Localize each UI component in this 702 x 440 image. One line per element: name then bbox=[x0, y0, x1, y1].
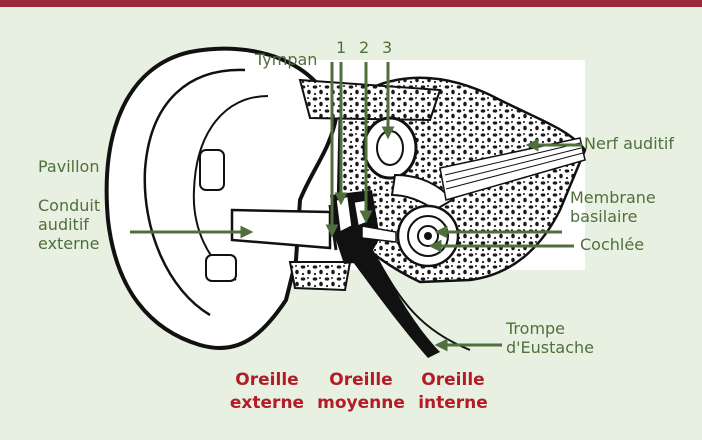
label-membrane-basilaire: Membrane basilaire bbox=[570, 188, 656, 226]
label-nerf-auditif: Nerf auditif bbox=[584, 134, 674, 153]
label-conduit-auditif-externe: Conduit auditif externe bbox=[38, 196, 100, 253]
concha-detail-1 bbox=[200, 150, 224, 190]
section-oreille-externe: Oreille externe bbox=[222, 369, 312, 415]
label-cochlee: Cochlée bbox=[580, 235, 644, 254]
label-tympan: Tympan bbox=[255, 50, 317, 69]
concha-detail-2 bbox=[206, 255, 236, 281]
label-pavillon: Pavillon bbox=[38, 157, 99, 176]
label-number-2: 2 bbox=[359, 38, 369, 57]
pinna bbox=[107, 49, 336, 348]
arrow-trompe bbox=[438, 341, 446, 349]
lower-bone bbox=[290, 262, 350, 290]
semicircular-canal-inner bbox=[377, 131, 403, 165]
section-oreille-moyenne: Oreille moyenne bbox=[315, 369, 407, 415]
label-number-1: 1 bbox=[336, 38, 346, 57]
section-oreille-interne: Oreille interne bbox=[410, 369, 496, 415]
cochlea-core bbox=[424, 232, 432, 240]
label-trompe-eustache: Trompe d'Eustache bbox=[506, 319, 594, 357]
label-number-3: 3 bbox=[382, 38, 392, 57]
